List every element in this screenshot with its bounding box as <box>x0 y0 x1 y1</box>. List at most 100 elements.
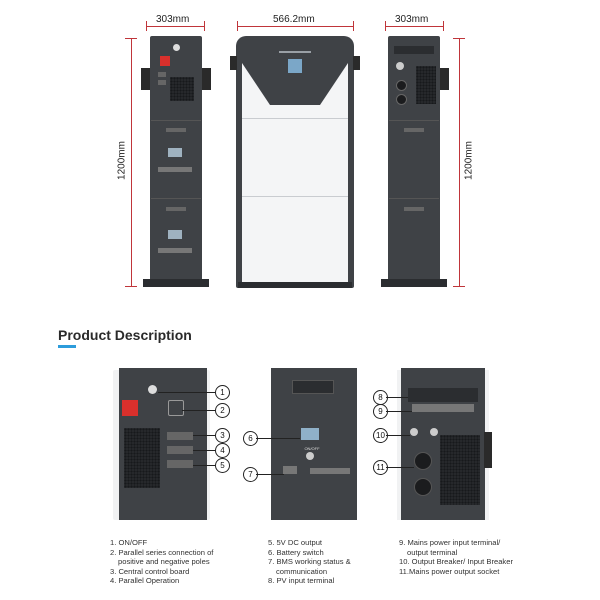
desc-item: 4. Parallel Operation <box>110 576 180 586</box>
dim-tick <box>146 21 147 31</box>
front-base <box>238 282 352 288</box>
dim-tick <box>125 286 137 287</box>
output-socket-icon <box>414 452 432 470</box>
breaker-row <box>412 404 474 412</box>
dim-tick <box>204 21 205 31</box>
middle-width-dim-line <box>237 26 353 27</box>
control-board-port <box>167 432 193 440</box>
onoff-label: ON/OFF <box>304 446 320 451</box>
terminal-strip <box>158 248 192 253</box>
power-button-icon <box>173 44 180 51</box>
side-handle <box>230 56 237 70</box>
parallel-port-icon <box>168 400 184 416</box>
handle-slot <box>404 207 424 211</box>
module-divider <box>151 198 201 199</box>
vent-grille <box>124 428 160 488</box>
right-base <box>381 279 447 287</box>
handle-slot <box>166 128 186 132</box>
callout-2: 2 <box>215 403 230 418</box>
module-divider <box>151 120 201 121</box>
desc-item: 8. PV input terminal <box>268 576 335 586</box>
left-vent-grille <box>170 77 194 101</box>
callout-1: 1 <box>215 385 230 400</box>
leader-line <box>386 467 414 468</box>
module-divider <box>389 120 439 121</box>
handle-slot <box>166 207 186 211</box>
callout-4: 4 <box>215 443 230 458</box>
power-button-icon <box>148 385 157 394</box>
terminal-strip <box>158 167 192 172</box>
middle-width-label: 566.2mm <box>273 14 315 25</box>
right-handle <box>440 68 449 90</box>
desc-item: communication <box>276 566 328 576</box>
leader-line <box>386 411 412 412</box>
port <box>158 72 166 77</box>
dim-tick <box>385 21 386 31</box>
left-width-dim-line <box>146 26 204 27</box>
dim-tick <box>453 286 465 287</box>
module-divider <box>389 198 439 199</box>
section-title: Product Description <box>58 327 192 343</box>
handle-slot <box>404 128 424 132</box>
callout-6: 6 <box>243 431 258 446</box>
left-base <box>143 279 209 287</box>
right-height-label: 1200mm <box>463 141 475 180</box>
leader-line <box>193 450 215 451</box>
description-list-1: 1. ON/OFF 2. Parallel series connection … <box>110 538 213 586</box>
callout-10: 10 <box>373 428 388 443</box>
side-handle <box>353 56 360 70</box>
left-height-label: 1200mm <box>116 141 128 180</box>
description-list-3: 9. Mains power input terminal/ output te… <box>399 538 513 576</box>
left-width-label: 303mm <box>156 14 190 25</box>
handle-slot <box>292 380 334 394</box>
right-vent-grille <box>416 66 436 104</box>
battery-switch-icon <box>306 452 314 460</box>
callout-5: 5 <box>215 458 230 473</box>
breaker-icon <box>396 62 404 70</box>
desc-item: positive and negative poles <box>118 557 210 567</box>
desc-item: 2. Parallel series connection of <box>110 547 214 557</box>
desc-item: 9. Mains power input terminal/ <box>399 538 501 547</box>
module-divider <box>242 118 348 119</box>
port <box>158 80 166 85</box>
socket-icon <box>396 80 407 91</box>
description-list-2: 5. 5V DC output 6. Battery switch 7. BMS… <box>268 538 351 586</box>
red-switch-icon <box>160 56 170 66</box>
side-handle <box>484 432 492 468</box>
leader-line <box>386 397 408 398</box>
dim-tick <box>353 21 354 31</box>
module-display <box>168 230 182 239</box>
callout-11: 11 <box>373 460 388 475</box>
desc-item: 3. Central control board <box>110 566 190 576</box>
socket-icon <box>396 94 407 105</box>
dim-tick <box>237 21 238 31</box>
leader-line <box>193 465 215 466</box>
inverter-face <box>242 43 348 105</box>
right-height-dim-line <box>459 38 460 286</box>
desc-item: 6. Battery switch <box>268 547 324 557</box>
red-switch-icon <box>122 400 138 416</box>
dim-tick <box>453 38 465 39</box>
vent-grille <box>440 435 480 505</box>
terminal-cover <box>394 46 434 54</box>
dim-tick <box>125 38 137 39</box>
desc-item: 10. Output Breaker/ Input Breaker <box>399 557 513 567</box>
bms-port <box>283 466 297 474</box>
left-height-dim-line <box>131 38 132 286</box>
leader-line <box>158 392 215 393</box>
right-width-label: 303mm <box>395 14 429 25</box>
dim-tick <box>443 21 444 31</box>
title-underline <box>58 345 76 348</box>
leader-line <box>386 435 410 436</box>
desc-item: 11.Mains power output socket <box>399 566 500 576</box>
desc-item: 7. BMS working status & <box>268 557 351 567</box>
left-handle <box>141 68 150 90</box>
leader-line <box>193 435 215 436</box>
desc-item: 1. ON/OFF <box>110 538 148 547</box>
mains-terminal-cover <box>408 388 478 402</box>
desc-item: 5. 5V DC output <box>268 538 323 547</box>
output-socket-icon <box>414 478 432 496</box>
module-divider <box>242 196 348 197</box>
leader-line <box>256 438 300 439</box>
parallel-port <box>167 446 193 454</box>
